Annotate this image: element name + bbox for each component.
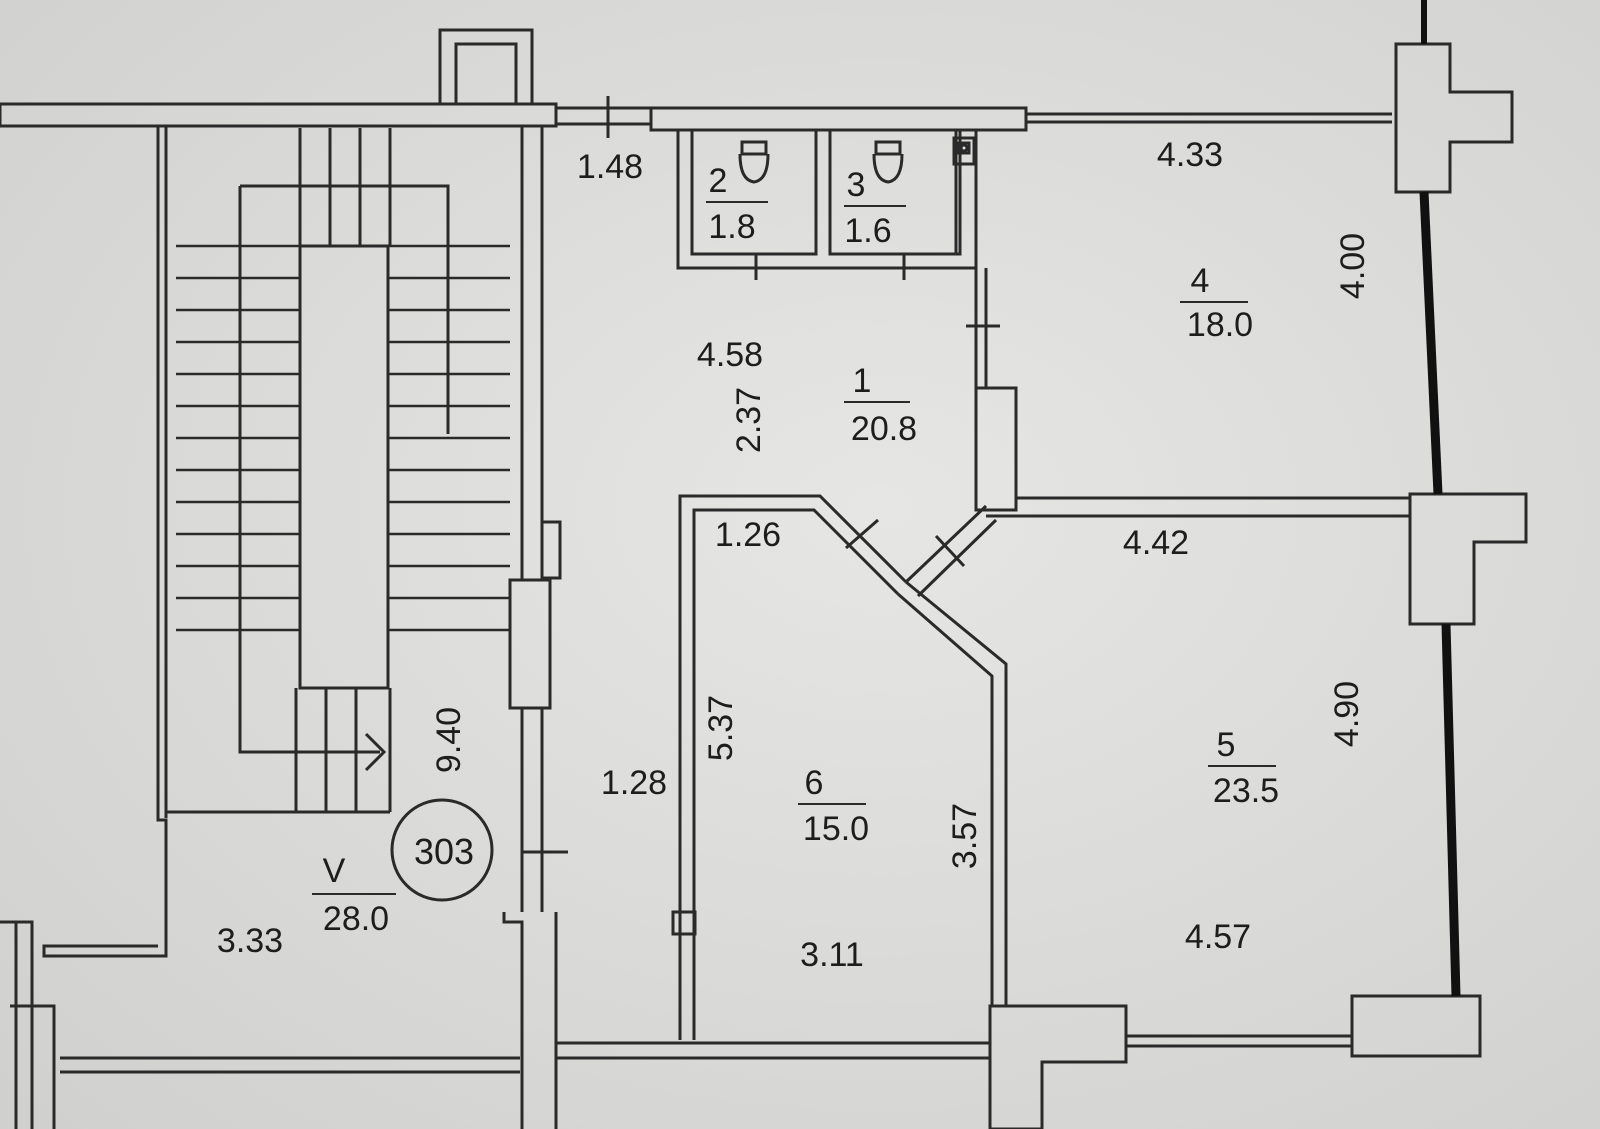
dimension-1-26: 1.26 (715, 516, 781, 554)
walls (0, 28, 1528, 1129)
dimension-3-33: 3.33 (217, 922, 283, 960)
dimension-1-28: 1.28 (601, 764, 667, 802)
room-5-label: 5 23.5 (1208, 726, 1279, 810)
pier-top-right (1394, 42, 1514, 194)
dimension-3-57: 3.57 (946, 803, 984, 869)
pier-bottom-middle (988, 1004, 1128, 1129)
room6-wall-outer (678, 494, 908, 1040)
dimension-3-11: 3.11 (800, 936, 864, 974)
bathroom-3-inner (828, 130, 962, 256)
room6-wall-inner (692, 508, 900, 1040)
room-4-label: 4 18.0 (1180, 262, 1253, 344)
room-4-area: 18.0 (1187, 306, 1253, 344)
vent-shaft-outer (438, 28, 534, 104)
dimension-1-48: 1.48 (577, 148, 643, 186)
left-edge-pier (10, 1004, 56, 1129)
dimension-9-40: 9.40 (430, 707, 468, 773)
stair-wall-pillar (508, 578, 552, 710)
dimension-4-57: 4.57 (1185, 918, 1251, 956)
room-6-number: 6 (805, 764, 824, 802)
room6-right-outer (897, 592, 994, 1006)
dimension-5-37: 5.37 (702, 695, 740, 761)
exterior-wall-right (1419, 0, 1461, 997)
stair-treads-right (388, 244, 510, 632)
stair-run-line-top (240, 184, 450, 434)
room-2-label: 2 1.8 (706, 162, 768, 246)
dimension-4-00: 4.00 (1334, 233, 1372, 299)
room-1-area: 20.8 (851, 410, 917, 448)
stair-treads-left (176, 244, 300, 632)
room-3-area: 1.6 (844, 212, 891, 250)
room-V-area: 28.0 (323, 900, 389, 938)
stair-well-core (298, 244, 390, 690)
room-4-number: 4 (1191, 262, 1210, 300)
room6-right-inner (905, 580, 1008, 1006)
vent-shaft-inner (454, 42, 518, 104)
stair-wall-e (502, 912, 524, 1129)
dimension-4-42: 4.42 (1123, 524, 1189, 562)
stair-enclosure-left (42, 126, 168, 958)
room-3-label: 3 1.6 (844, 166, 906, 250)
room-6-label: 6 15.0 (798, 764, 869, 848)
toilet-icon (738, 140, 770, 184)
apartment-number-badge: 303 (390, 798, 494, 902)
hall-pillar (974, 386, 1018, 512)
dimension-4-33: 4.33 (1157, 136, 1223, 174)
room-5-area: 23.5 (1213, 772, 1279, 810)
room-V-label: V 28.0 (312, 852, 396, 938)
apartment-number: 303 (414, 831, 474, 872)
room-1-number: 1 (853, 362, 872, 400)
pier-middle-right (1408, 492, 1528, 626)
stair-direction-arrow (364, 732, 387, 772)
room-labels: 1 20.8 2 1.8 3 1.6 4 18.0 5 23.5 6 15.0 (312, 162, 1279, 938)
stair-wall-notch (540, 520, 562, 580)
room-V-number: V (323, 852, 346, 890)
door-tick-room6 (845, 518, 879, 550)
room-3-number: 3 (847, 166, 866, 204)
dimension-4-90: 4.90 (1328, 681, 1366, 747)
room-2-area: 1.8 (708, 208, 755, 246)
room6-wall-marker (671, 910, 697, 936)
top-wall-mid (649, 106, 1028, 132)
room-5-number: 5 (1217, 726, 1236, 764)
door-tick-room5 (934, 534, 966, 568)
dimension-4-58: 4.58 (697, 336, 763, 374)
bathroom-block-outer (676, 130, 978, 270)
dimension-2-37: 2.37 (730, 387, 768, 453)
room-1-label: 1 20.8 (844, 362, 917, 448)
electrical-meter-icon (952, 136, 976, 166)
room-2-number: 2 (709, 162, 728, 200)
fixtures (738, 136, 976, 184)
pier-bottom-right (1350, 994, 1482, 1058)
left-edge-wall (0, 920, 34, 1129)
room5-door-jamb-a (904, 504, 988, 584)
room-6-area: 15.0 (803, 810, 869, 848)
toilet-icon (872, 140, 904, 184)
bathroom-2-inner (690, 130, 818, 256)
dimension-labels: 1.48 4.33 4.00 4.58 2.37 1.26 4.42 4.90 … (217, 136, 1372, 974)
